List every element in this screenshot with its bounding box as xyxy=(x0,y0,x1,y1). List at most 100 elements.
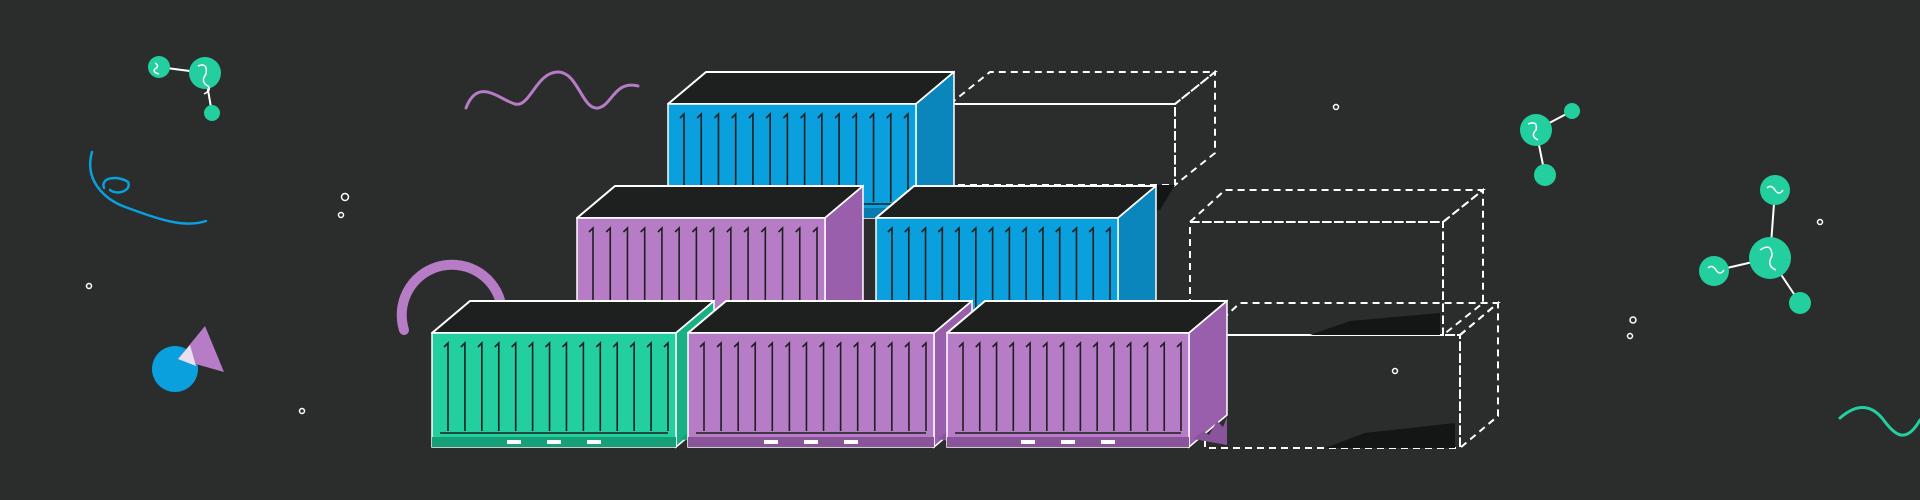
container-ridge xyxy=(1105,226,1111,316)
container-bottom-middle-purple xyxy=(687,299,973,449)
container-ridge xyxy=(691,226,698,316)
container-slot xyxy=(1021,440,1035,444)
container-top-face xyxy=(431,300,715,334)
container-front-face xyxy=(431,332,677,448)
container-ridge xyxy=(760,226,767,316)
container-ridge xyxy=(903,112,909,202)
container-ridge xyxy=(657,226,663,316)
container-ridge xyxy=(801,341,808,431)
container-ridge xyxy=(1109,341,1115,431)
container-ridge xyxy=(1025,341,1031,431)
container-ridge xyxy=(663,341,669,431)
container-ridge xyxy=(743,226,749,316)
container-ridge xyxy=(460,341,466,431)
container-ridge xyxy=(696,112,703,202)
container-ridge xyxy=(870,341,876,431)
dot xyxy=(1816,218,1824,226)
container-ridge xyxy=(713,112,720,202)
container-ridge xyxy=(782,112,789,202)
container-ridge xyxy=(612,341,619,431)
container-top-face xyxy=(576,185,864,219)
container-ridge xyxy=(937,226,944,316)
container-ridge xyxy=(1126,341,1132,431)
container-ridge xyxy=(477,341,483,431)
container-ridge xyxy=(971,226,977,316)
dot xyxy=(85,282,93,290)
container-ridge xyxy=(1159,341,1166,431)
container-ridge xyxy=(443,341,449,431)
molecule-icon-far-right xyxy=(1699,175,1811,314)
molecule-icon-top-left xyxy=(148,56,221,121)
container-ridge xyxy=(904,226,910,316)
container-ridge xyxy=(887,226,893,316)
container-ridge xyxy=(1008,341,1015,431)
container-side-texture xyxy=(1193,417,1227,445)
container-ridge xyxy=(588,226,594,316)
containers-stack xyxy=(431,70,1228,449)
container-ridge xyxy=(817,112,823,202)
container-ridge xyxy=(1075,341,1082,431)
squiggle-purple xyxy=(464,70,640,110)
overlap-highlight xyxy=(178,345,196,366)
container-ridge xyxy=(887,341,893,431)
dot xyxy=(298,407,306,415)
container-ridge xyxy=(975,341,981,431)
container-ridge xyxy=(595,341,602,431)
container-ridge xyxy=(812,226,818,316)
container-ridge xyxy=(958,341,964,431)
container-ridge xyxy=(1088,226,1095,316)
container-ridge xyxy=(904,341,910,431)
ring-purple xyxy=(396,259,505,335)
container-ridge xyxy=(674,226,680,316)
container-ridge xyxy=(767,341,774,431)
container-ridge xyxy=(765,112,771,202)
container-ridge xyxy=(795,226,801,316)
container-ridge xyxy=(851,112,858,202)
container-ridge xyxy=(646,341,652,431)
container-ridge xyxy=(733,341,739,431)
container-ridge xyxy=(836,341,842,431)
container-ridge xyxy=(777,226,784,316)
container-ridge xyxy=(716,341,722,431)
container-slot xyxy=(587,440,601,444)
container-ridge xyxy=(622,226,629,316)
container-ridge xyxy=(605,226,612,316)
container-ridge xyxy=(629,341,635,431)
container-front-face xyxy=(687,332,935,448)
container-front-face xyxy=(946,332,1190,448)
container-ridge xyxy=(750,341,757,431)
container-ridge xyxy=(954,226,960,316)
container-ridge xyxy=(640,226,646,316)
squiggle-blue xyxy=(89,150,208,225)
container-top-face xyxy=(946,300,1228,334)
dot xyxy=(337,211,345,219)
container-ridge xyxy=(1004,226,1011,316)
container-top-face xyxy=(875,185,1157,219)
container-ridge xyxy=(800,112,806,202)
container-ridge xyxy=(679,112,685,202)
container-ridge xyxy=(748,112,754,202)
container-ridge xyxy=(920,226,927,316)
container-top-face xyxy=(687,300,973,334)
container-ridge xyxy=(709,226,715,316)
background-dots xyxy=(85,103,1824,415)
container-ridge xyxy=(853,341,859,431)
container-ridge xyxy=(528,341,534,431)
container-ridge xyxy=(544,341,551,431)
container-ridge xyxy=(818,341,825,431)
container-ridge xyxy=(784,341,791,431)
container-ridge xyxy=(1176,341,1182,431)
molecule-icon-right xyxy=(1520,103,1580,186)
dot xyxy=(1332,103,1340,111)
container-ridge xyxy=(834,112,840,202)
container-ridge xyxy=(494,341,500,431)
container-ridge xyxy=(988,226,994,316)
container-bottom-right-purple xyxy=(946,299,1228,449)
container-slot xyxy=(804,440,818,444)
container-ridge xyxy=(699,341,705,431)
container-slot xyxy=(764,440,778,444)
container-bottom-left-green xyxy=(431,299,715,449)
container-ridge xyxy=(1071,226,1078,316)
